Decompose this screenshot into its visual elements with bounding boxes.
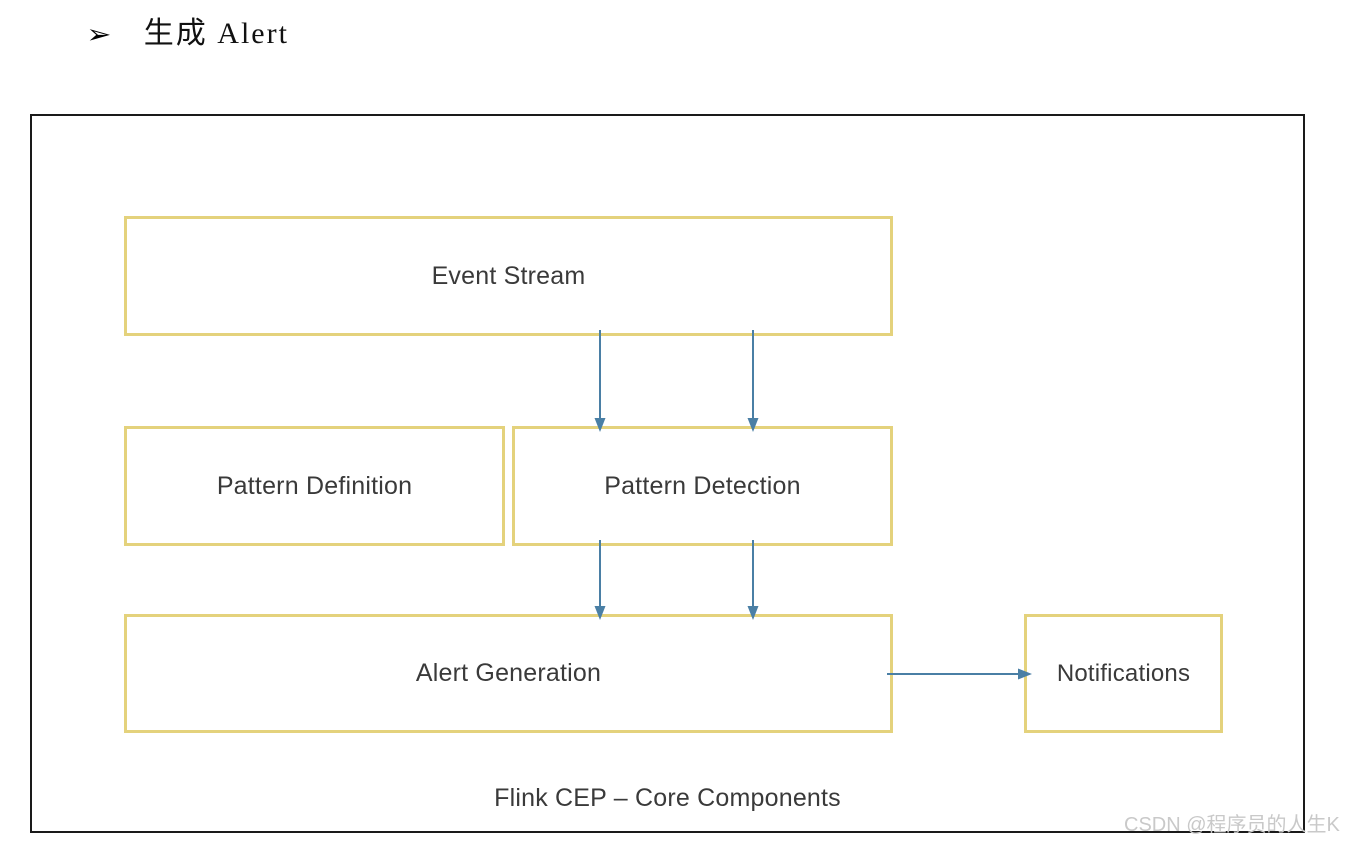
diagram-box-label: Notifications xyxy=(1056,659,1191,687)
csdn-watermark: CSDN @程序员的人生K xyxy=(1124,814,1340,836)
arrow-down-icon-event-stream-to-pattern-detection-left xyxy=(594,330,606,432)
diagram-box-pattern-definition: Pattern Definition xyxy=(124,426,505,546)
arrowhead-bullet-icon: ➢ xyxy=(86,20,112,50)
slide-heading: ➢ 生成 Alert xyxy=(86,8,289,52)
arrow-down-icon-pattern-detection-to-alert-generation-right xyxy=(747,540,759,620)
diagram-box-event-stream: Event Stream xyxy=(124,216,893,336)
diagram-caption: Flink CEP – Core Components xyxy=(494,784,841,812)
diagram-box-pattern-detection: Pattern Detection xyxy=(512,426,893,546)
diagram-box-label: Alert Generation xyxy=(415,659,602,687)
diagram-box-notifications: Notifications xyxy=(1024,614,1223,733)
arrow-down-icon-event-stream-to-pattern-detection-right xyxy=(747,330,759,432)
arrow-right-icon-alert-generation-to-notifications xyxy=(887,668,1032,680)
slide-heading-text: 生成 Alert xyxy=(143,17,289,50)
diagram-box-label: Event Stream xyxy=(431,261,586,290)
diagram-box-label: Pattern Detection xyxy=(604,471,801,500)
diagram-box-alert-generation: Alert Generation xyxy=(124,614,893,733)
diagram-box-label: Pattern Definition xyxy=(216,471,413,500)
arrow-down-icon-pattern-detection-to-alert-generation-left xyxy=(594,540,606,620)
diagram-frame: Event Stream Pattern Definition Pattern … xyxy=(30,114,1305,833)
